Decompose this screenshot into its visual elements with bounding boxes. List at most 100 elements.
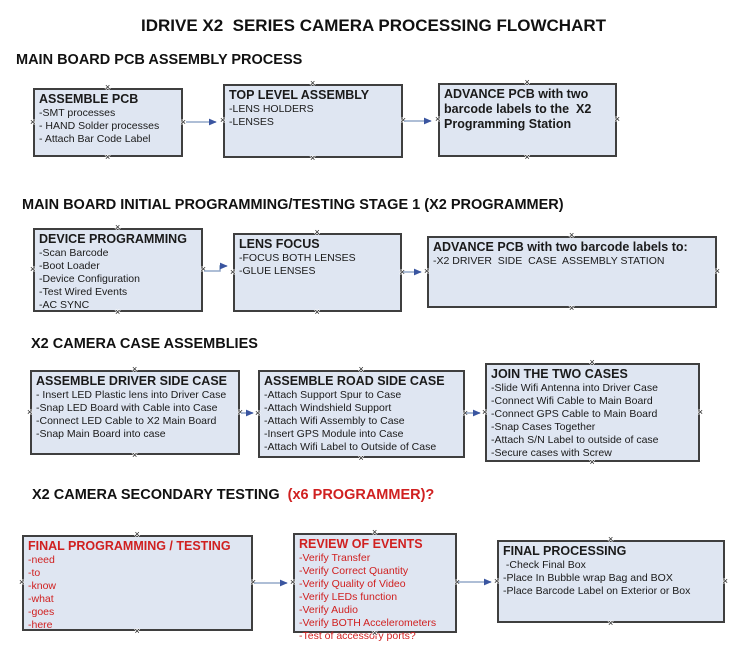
box-line: -Connect LED Cable to X2 Main Board (36, 415, 217, 427)
flow-step-final-programming-testing[interactable]: FINAL PROGRAMMING / TESTING -need -to -k… (19, 530, 256, 636)
box-line: -SMT processes (39, 107, 116, 119)
box-line: -Test of accessory ports? (299, 630, 416, 642)
connection-point-icon: × (482, 406, 488, 417)
box-title: FINAL PROCESSING (503, 544, 627, 558)
flow-step-assemble-pcb[interactable]: ASSEMBLE PCB -SMT processes - HAND Solde… (30, 83, 186, 162)
connection-point-icon: × (358, 453, 364, 463)
connection-point-icon: × (400, 115, 406, 125)
section-heading-pcb-assembly: MAIN BOARD PCB ASSEMBLY PROCESS (16, 52, 302, 68)
connection-point-icon: × (614, 114, 620, 124)
connection-point-icon: × (180, 116, 186, 127)
connection-point-icon: × (454, 577, 460, 587)
box-line: -Place In Bubble wrap Bag and BOX (503, 572, 673, 584)
connection-point-icon: × (372, 628, 378, 638)
box-title: ADVANCE PCB with two barcode labels to t… (444, 87, 595, 131)
box-line: -Boot Loader (39, 260, 100, 272)
box-line: -Connect GPS Cable to Main Board (491, 408, 658, 420)
flow-step-join-the-two-cases[interactable]: JOIN THE TWO CASES -Slide Wifi Antenna i… (482, 358, 703, 467)
flow-step-top-level-assembly[interactable]: TOP LEVEL ASSEMBLY -LENS HOLDERS -LENSES… (220, 79, 406, 163)
connection-point-icon: × (220, 115, 226, 125)
connection-point-icon: × (115, 307, 121, 317)
flow-step-assemble-driver-side-case[interactable]: ASSEMBLE DRIVER SIDE CASE - Insert LED P… (27, 365, 243, 460)
box-line: - HAND Solder processes (39, 120, 160, 132)
connection-point-icon: × (314, 227, 320, 237)
connection-point-icon: × (399, 266, 405, 277)
box-title: FINAL PROGRAMMING / TESTING (28, 539, 231, 553)
box-line: -X2 DRIVER SIDE CASE ASSEMBLY STATION (433, 255, 665, 267)
connection-point-icon: × (310, 78, 316, 88)
flow-step-lens-focus[interactable]: LENS FOCUS -FOCUS BOTH LENSES -GLUE LENS… (230, 228, 405, 317)
box-line: -Verify Quality of Video (299, 578, 406, 590)
connection-point-icon: × (30, 116, 36, 127)
connection-point-icon: × (290, 577, 296, 587)
box-line: -Attach Windshield Support (264, 402, 392, 414)
box-line: -goes (28, 606, 55, 618)
connection-point-icon: × (524, 152, 530, 162)
box-line: -Check Final Box (503, 559, 586, 571)
connection-point-icon: × (250, 577, 256, 587)
section-heading-text: MAIN BOARD INITIAL PROGRAMMING/TESTING S… (22, 197, 564, 213)
box-line: -Device Configuration (39, 273, 140, 285)
connection-point-icon: × (589, 357, 595, 367)
box-line: -Snap LED Board with Cable into Case (36, 402, 218, 414)
connection-point-icon: × (569, 303, 575, 313)
box-line: -GLUE LENSES (239, 265, 316, 277)
box-line: -know (28, 580, 57, 592)
box-line: -Attach Support Spur to Case (264, 389, 402, 401)
box-line: - Insert LED Plastic lens into Driver Ca… (36, 389, 227, 401)
connection-point-icon: × (722, 575, 728, 586)
connection-point-icon: × (132, 364, 138, 374)
box-line: -here (28, 619, 53, 631)
connection-point-icon: × (462, 408, 468, 418)
box-line: -Verify LEDs function (299, 591, 398, 603)
box-line: -Place Barcode Label on Exterior or Box (503, 585, 691, 597)
flow-step-assemble-road-side-case[interactable]: ASSEMBLE ROAD SIDE CASE -Attach Support … (255, 365, 468, 463)
box-line: -what (28, 593, 54, 605)
flow-step-device-programming[interactable]: DEVICE PROGRAMMING -Scan Barcode -Boot L… (30, 223, 206, 317)
connection-point-icon: × (608, 618, 614, 628)
connection-point-icon: × (608, 534, 614, 544)
box-title: ADVANCE PCB with two barcode labels to: (433, 240, 688, 254)
section-heading-initial-programming: MAIN BOARD INITIAL PROGRAMMING/TESTING S… (22, 197, 564, 213)
connection-point-icon: × (255, 408, 261, 418)
connection-point-icon: × (310, 153, 316, 163)
box-line: -Secure cases with Screw (491, 447, 612, 459)
box-title: ASSEMBLE PCB (39, 92, 139, 106)
connection-point-icon: × (237, 406, 243, 417)
box-line: -Test Wired Events (39, 286, 128, 298)
box-line: -Verify Transfer (299, 552, 371, 564)
connection-point-icon: × (372, 527, 378, 537)
box-line: -Verify Audio (299, 604, 358, 616)
connection-point-icon: × (115, 222, 121, 232)
page-title: IDRIVE X2 SERIES CAMERA PROCESSING FLOWC… (140, 16, 607, 35)
flow-step-advance-pcb-to-programming-station[interactable]: ADVANCE PCB with two barcode labels to t… (435, 78, 620, 162)
section-heading-text: X2 CAMERA CASE ASSEMBLIES (31, 336, 258, 352)
box-title: TOP LEVEL ASSEMBLY (229, 88, 370, 102)
box-title: ASSEMBLE ROAD SIDE CASE (264, 374, 445, 388)
connection-point-icon: × (314, 307, 320, 317)
box-title: REVIEW OF EVENTS (299, 537, 423, 551)
box-line: -to (28, 567, 41, 579)
connection-point-icon: × (435, 114, 441, 124)
box-line: -AC SYNC (39, 299, 90, 311)
flow-step-final-processing[interactable]: FINAL PROCESSING -Check Final Box -Place… (494, 535, 728, 628)
box-line: -Verify BOTH Accelerometers (299, 617, 437, 629)
flow-step-review-of-events[interactable]: REVIEW OF EVENTS -Verify Transfer -Verif… (290, 528, 460, 643)
box-title: LENS FOCUS (239, 237, 320, 251)
section-heading-case-assemblies: X2 CAMERA CASE ASSEMBLIES (31, 336, 258, 352)
box-line: - Attach Bar Code Label (39, 133, 151, 145)
connection-point-icon: × (494, 575, 500, 586)
connection-point-icon: × (424, 266, 430, 276)
box-line: -Snap Cases Together (491, 421, 596, 433)
section-heading-text: MAIN BOARD PCB ASSEMBLY PROCESS (16, 52, 303, 68)
connection-point-icon: × (524, 77, 530, 87)
box-line: -Attach Wifi Assembly to Case (264, 415, 405, 427)
box-line: -Slide Wifi Antenna into Driver Case (491, 382, 658, 394)
connection-point-icon: × (27, 406, 33, 417)
flow-step-advance-pcb-to-driver-side-station[interactable]: ADVANCE PCB with two barcode labels to: … (424, 231, 720, 313)
connection-point-icon: × (589, 457, 595, 467)
box-line: -Scan Barcode (39, 247, 109, 259)
box-line: -FOCUS BOTH LENSES (239, 252, 356, 264)
connection-point-icon: × (714, 266, 720, 276)
